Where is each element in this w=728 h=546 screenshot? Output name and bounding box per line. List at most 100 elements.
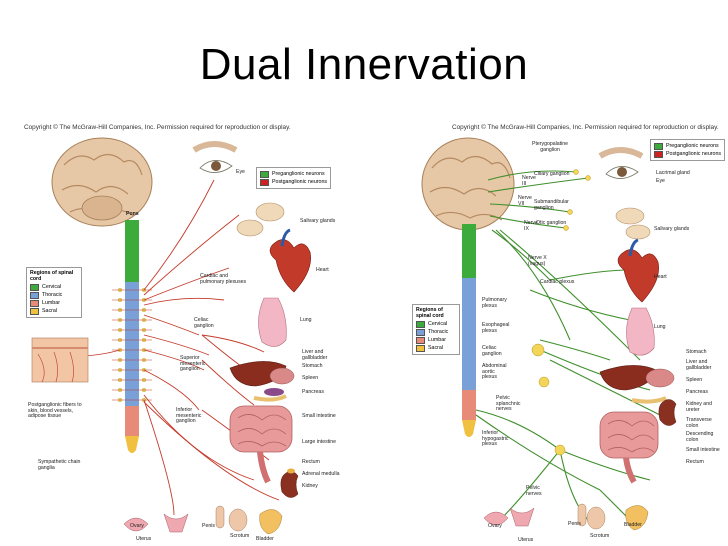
sacral-swatch <box>30 307 39 315</box>
label-pancreas: Pancreas <box>686 389 708 395</box>
label-heart: Heart <box>316 267 329 273</box>
label-penis: Penis <box>202 523 215 529</box>
label-rectum: Rectum <box>302 459 320 465</box>
lung-drawing <box>626 307 655 356</box>
label-kidney: Kidney <box>302 483 318 489</box>
label-adrenal-medulla: Adrenal medulla <box>302 471 340 477</box>
label-spleen: Spleen <box>686 377 703 383</box>
label-ciliary: Ciliary ganglion <box>534 171 570 177</box>
label-kidney-ureter: Kidney and ureter <box>686 401 712 413</box>
preganglionic-swatch <box>260 170 269 178</box>
label-sympathetic-chain: Sympathetic chain ganglia <box>38 459 81 471</box>
copyright-notice: Copyright © The McGraw-Hill Companies, I… <box>452 124 719 131</box>
label-scrotum: Scrotum <box>230 533 250 539</box>
label-ovary: Ovary <box>488 523 502 529</box>
skin-sample-drawing <box>31 337 89 383</box>
label-lung: Lung <box>654 324 666 330</box>
label-uterus: Uterus <box>136 536 152 542</box>
postganglionic-swatch <box>260 178 269 186</box>
label-spleen: Spleen <box>302 375 319 381</box>
brain <box>421 137 515 231</box>
region-sacral: Sacral <box>42 308 58 314</box>
label-large-intestine: Large intestine <box>302 439 337 445</box>
spinal-cord-lumbar <box>462 390 476 420</box>
label-pelvic-splanchnic: Pelvic splanchnic nerves <box>496 395 521 413</box>
region-lumbar: Lumbar <box>428 337 446 343</box>
lumbar-swatch <box>30 299 39 307</box>
copyright-notice: Copyright © The McGraw-Hill Companies, I… <box>24 124 291 131</box>
label-lung: Lung <box>300 317 312 323</box>
sacral-swatch <box>416 344 425 352</box>
label-pelvic-nerves: Pelvic nerves <box>526 485 542 497</box>
region-thoracic: Thoracic <box>428 329 449 335</box>
parasympathetic-diagram: Copyright © The McGraw-Hill Companies, I… <box>410 120 728 546</box>
spinal-cord-sacral <box>125 436 139 453</box>
label-abdominal-aortic: Abdominal aortic plexus <box>482 363 507 381</box>
label-superior-mesenteric: Superior mesenteric ganglion <box>180 355 206 373</box>
label-nerve-vii: Nerve VII <box>518 195 532 207</box>
label-nerve-x: Nerve X (vagus) <box>528 255 547 267</box>
label-eye: Eye <box>236 169 245 175</box>
postganglionic-swatch <box>654 150 663 158</box>
intestine-drawing <box>599 411 659 459</box>
lung-drawing <box>258 297 287 347</box>
spinal-cord-thoracic <box>125 282 139 406</box>
label-pancreas: Pancreas <box>302 389 324 395</box>
region-cervical: Cervical <box>42 284 62 290</box>
label-small-intestine: Small intestine <box>686 447 720 453</box>
label-stomach: Stomach <box>302 363 323 369</box>
legend-preganglionic: Preganglionic neurons <box>272 171 325 177</box>
label-pterygopalatine: Pterygopalatine ganglion <box>532 141 569 153</box>
regions-title: Regions of spinal cord <box>30 270 74 282</box>
label-nerve-ix: Nerve IX <box>524 220 538 232</box>
label-esophageal-plexus: Esophageal plexus <box>482 322 510 334</box>
legend-preganglionic: Preganglionic neurons <box>666 143 719 149</box>
lumbar-swatch <box>416 336 425 344</box>
label-liver: Liver and gallbladder <box>302 349 328 361</box>
slide-title: Dual Innervation <box>199 40 529 89</box>
region-cervical: Cervical <box>428 321 448 327</box>
spinal-cord-cervical <box>125 220 139 282</box>
label-ovary: Ovary <box>130 523 144 529</box>
label-penis: Penis <box>568 521 581 527</box>
parasympathetic-illustration <box>421 137 677 531</box>
spinal-regions-legend: Regions of spinal cord Cervical Thoracic… <box>26 267 82 318</box>
spinal-cord-cervical <box>462 224 476 278</box>
label-nerve-iii: Nerve III <box>522 175 536 187</box>
label-postganglionic-fibers: Postganglionic fibers to skin, blood ves… <box>28 402 82 420</box>
label-lacrimal: Lacrimal gland <box>656 170 690 176</box>
label-scrotum: Scrotum <box>590 533 610 539</box>
label-eye: Eye <box>656 178 665 184</box>
label-pons: Pons <box>126 211 139 217</box>
thoracic-swatch <box>416 328 425 336</box>
label-bladder: Bladder <box>624 522 642 528</box>
sympathetic-illustration <box>31 137 311 535</box>
label-celiac: Celiac ganglion <box>482 345 502 357</box>
label-cardiac-plexuses: Cardiac and pulmonary plexuses <box>200 273 247 285</box>
cervical-swatch <box>30 283 39 291</box>
label-salivary: Salivary glands <box>654 226 690 232</box>
label-inferior-hypogastric: Inferior hypogastric plexus <box>482 430 509 448</box>
label-cardiac-plexus: Cardiac plexus <box>540 279 575 285</box>
label-heart: Heart <box>654 274 667 280</box>
label-small-intestine: Small intestine <box>302 413 336 419</box>
region-lumbar: Lumbar <box>42 300 60 306</box>
label-uterus: Uterus <box>518 537 534 543</box>
label-pulmonary-plexus: Pulmonary plexus <box>482 297 507 309</box>
brain <box>51 137 153 227</box>
spinal-cord-sacral <box>462 420 476 437</box>
sympathetic-diagram: Copyright © The McGraw-Hill Companies, I… <box>24 120 346 546</box>
label-transverse-colon: Transverse colon <box>686 417 712 429</box>
thoracic-swatch <box>30 291 39 299</box>
regions-title: Regions of spinal cord <box>416 307 444 319</box>
region-thoracic: Thoracic <box>42 292 63 298</box>
preganglionic-swatch <box>654 142 663 150</box>
label-celiac: Celiac ganglion <box>194 317 214 329</box>
neuron-legend: Preganglionic neurons Postganglionic neu… <box>256 167 332 189</box>
label-rectum: Rectum <box>686 459 704 465</box>
label-liver: Liver and gallbladder <box>686 359 712 371</box>
liver-drawing <box>599 365 657 391</box>
neuron-legend: Preganglionic neurons Postganglionic neu… <box>650 139 726 161</box>
heart-drawing <box>269 239 311 293</box>
label-bladder: Bladder <box>256 536 274 542</box>
